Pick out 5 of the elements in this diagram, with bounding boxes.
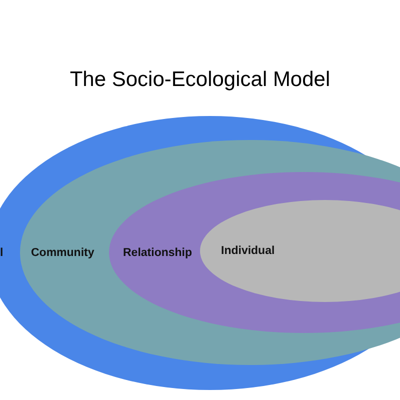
layer-label: Community bbox=[31, 246, 94, 260]
title: The Socio-Ecological Model bbox=[68, 68, 332, 92]
layer-label: l bbox=[0, 246, 4, 260]
layer-label: Relationship bbox=[123, 246, 192, 260]
layer-label: Individual bbox=[221, 244, 275, 258]
